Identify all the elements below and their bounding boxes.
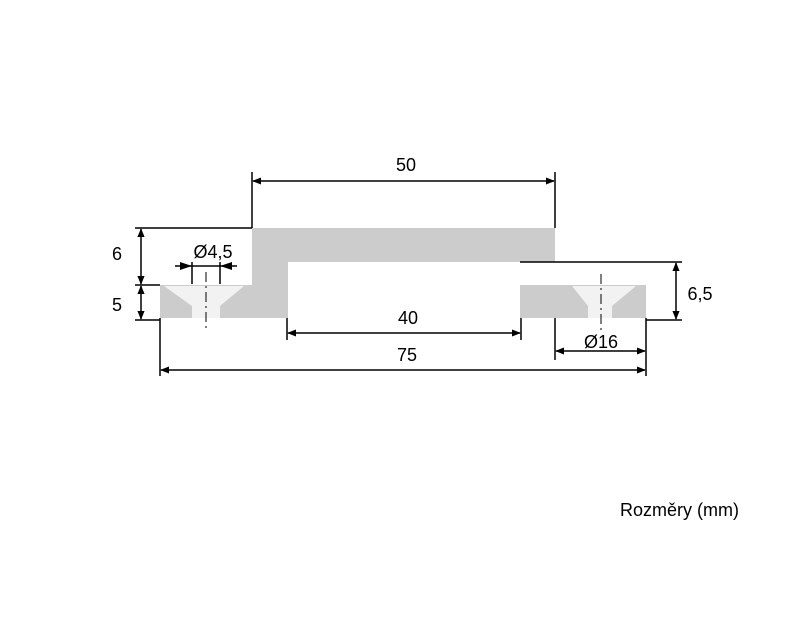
hole-right	[572, 286, 636, 318]
bracket-profile	[160, 228, 646, 318]
hole-left	[164, 286, 244, 318]
label-base-height: 5	[112, 295, 122, 315]
small-hole-arrow-left	[180, 262, 192, 270]
label-top-height: 6	[112, 244, 122, 264]
label-inner-width: 40	[398, 308, 418, 328]
label-right-height: 6,5	[687, 284, 712, 304]
units-caption: Rozměry (mm)	[620, 500, 739, 520]
small-hole-arrow-right	[220, 262, 232, 270]
label-small-hole: Ø4,5	[193, 242, 232, 262]
label-top-width: 50	[396, 155, 416, 175]
label-total-width: 75	[397, 345, 417, 365]
label-large-hole: Ø16	[584, 332, 618, 352]
